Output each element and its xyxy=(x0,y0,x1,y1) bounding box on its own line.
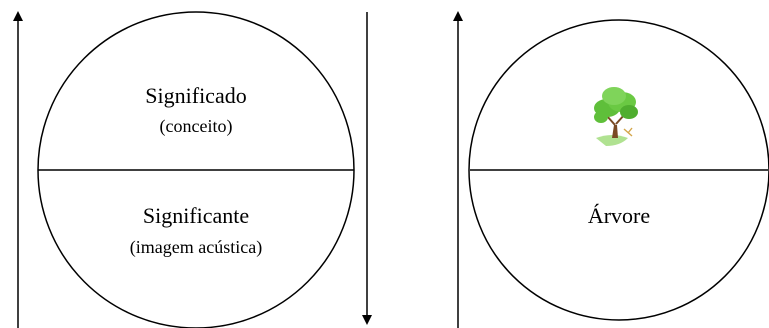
tree-icon xyxy=(594,87,638,146)
significante-label: Significante xyxy=(143,203,249,228)
right-sign-diagram: Árvore xyxy=(453,11,769,328)
right-sign-circle xyxy=(468,19,769,321)
imagem-acustica-label: (imagem acústica) xyxy=(130,237,262,258)
significado-label: Significado xyxy=(145,83,246,108)
conceito-label: (conceito) xyxy=(160,116,233,137)
arvore-label: Árvore xyxy=(588,203,650,228)
left-sign-diagram: Significado (conceito) Significante (ima… xyxy=(13,11,372,328)
